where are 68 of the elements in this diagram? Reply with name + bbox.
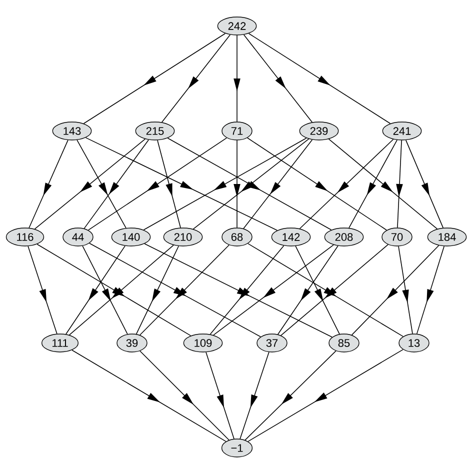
arrow [416,246,445,334]
arrow [277,246,338,335]
arrow [89,242,261,338]
ellipse-node: 39 [116,334,148,352]
arrow [398,246,413,334]
arrow [157,140,181,228]
ellipse-node: 239 [299,122,339,140]
arrow [210,245,284,335]
arrow [140,350,230,440]
ellipse-node: 208 [324,228,364,246]
arrow [83,33,226,124]
arrow [84,139,149,229]
ellipse-node: 68 [222,228,252,246]
ellipse-node: 44 [62,228,94,246]
ellipse-node: 242 [217,16,257,36]
arrow [192,138,310,230]
arrow [243,139,313,229]
ellipse-node: 13 [398,334,430,352]
arrow [66,246,126,335]
ellipse-node: 210 [163,228,203,246]
ellipse-node: 109 [183,334,223,352]
arrow [396,140,403,228]
ellipse-node: 184 [427,228,467,246]
arrow [140,244,230,336]
arrow [247,137,387,231]
arrow [328,138,438,230]
arrow [161,34,231,123]
arrow [85,137,278,231]
arrow [299,138,394,230]
arrow [234,140,240,228]
arrow [295,246,340,334]
arrow [243,34,313,123]
arrow [76,140,126,228]
arrow [28,140,68,228]
arrow [280,244,388,336]
ellipse-node: 116 [6,228,44,246]
arrow [248,33,391,124]
ellipse-node: 143 [52,122,92,140]
arrow [82,246,128,334]
ellipse-node: 215 [135,122,175,140]
arrow [136,246,180,334]
arrow [34,138,146,230]
arrow [68,244,174,336]
arrow [348,140,398,228]
arrow [28,246,58,334]
arrow [88,138,228,230]
arrow [213,244,334,336]
arrow [248,243,404,337]
ellipse-node: −1 [221,438,253,458]
arrow [144,243,332,338]
ellipse-node: 142 [271,228,311,246]
ellipse-node: 71 [222,122,252,140]
ellipse-node: 70 [382,228,412,246]
arrow [234,34,240,122]
ellipse-node: 37 [256,334,288,352]
ellipse-node: 241 [382,122,422,140]
ellipse-node: 85 [328,334,360,352]
arrow [143,138,307,230]
arrow [240,352,270,440]
arrow [72,350,226,442]
arrow [406,140,444,228]
ellipse-node: 140 [111,228,151,246]
arrow [244,350,336,440]
arrow [206,352,234,440]
arrow [167,138,332,230]
ellipse-node: 111 [41,334,79,352]
arrow [248,349,404,442]
arrow [351,245,440,336]
